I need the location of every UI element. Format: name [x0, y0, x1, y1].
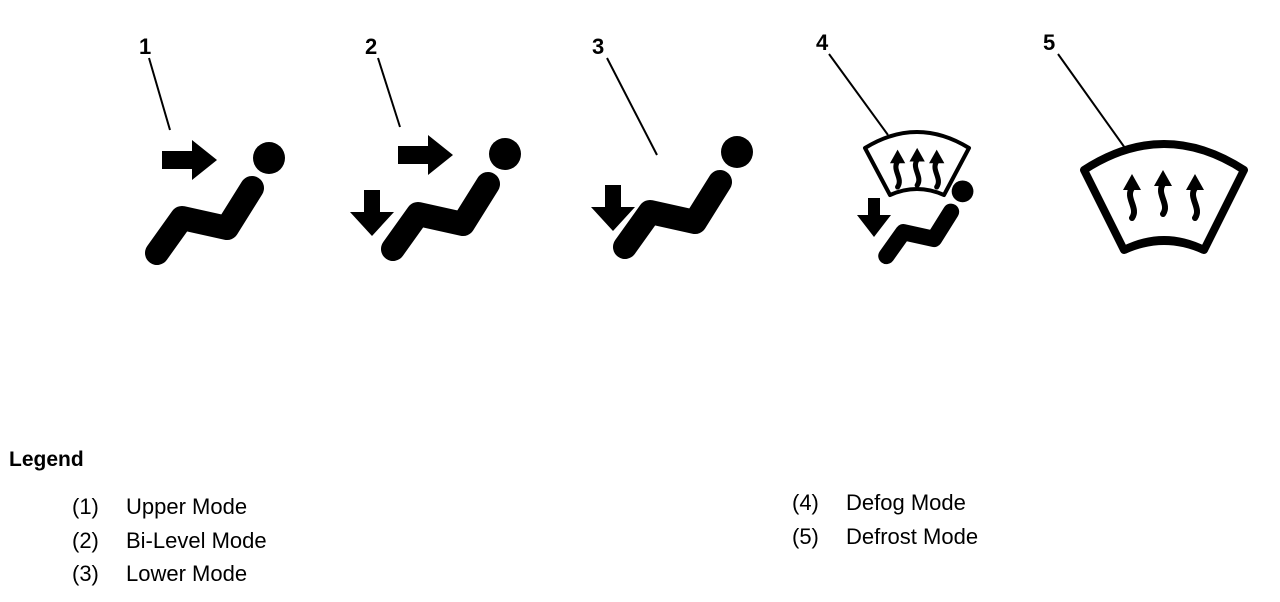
leader-line-3 [606, 57, 658, 156]
legend-title: Legend [9, 448, 84, 471]
callout-number-4: 4 [816, 30, 829, 55]
callout-number-3: 3 [592, 34, 604, 59]
legend-number: (5) [792, 523, 819, 549]
leader-line-5 [1057, 53, 1126, 149]
upper-mode-icon [157, 140, 285, 253]
legend-label: Upper Mode [126, 494, 248, 519]
callout-number-5: 5 [1043, 30, 1055, 55]
bi-level-mode-icon [350, 135, 521, 249]
defog-mode-icon [857, 130, 973, 256]
hvac-mode-diagram: 1 2 3 4 5 [139, 30, 1248, 300]
legend-number: (4) [792, 490, 819, 515]
legend-item-lower-mode: (3) Lower Mode [72, 561, 267, 595]
callout-number-1: 1 [139, 34, 151, 59]
legend-item-bi-level-mode: (2) Bi-Level Mode [72, 528, 267, 562]
legend-column-left: (1) Upper Mode (2) Bi-Level Mode (3) Lower … [72, 494, 267, 595]
callout-number-2: 2 [365, 34, 377, 59]
legend-label: Defrost Mode [846, 523, 979, 549]
leader-line-4 [828, 53, 889, 136]
defrost-mode-icon [1080, 140, 1248, 254]
lower-mode-icon [591, 136, 753, 247]
legend-number: (2) [72, 527, 99, 553]
legend-label: Defog Mode [846, 490, 966, 515]
legend-item-defog-mode: (4) Defog Mode [792, 490, 978, 524]
legend-number: (1) [72, 494, 99, 519]
leader-line-1 [148, 57, 171, 131]
legend-item-upper-mode: (1) Upper Mode [72, 494, 267, 528]
legend-label: Lower Mode [126, 561, 248, 586]
legend-item-defrost-mode: (5) Defrost Mode [792, 524, 978, 558]
legend-column-right: (4) Defog Mode (5) Defrost Mode [792, 490, 978, 557]
legend-label: Bi-Level Mode [126, 527, 267, 553]
legend-number: (3) [72, 561, 99, 586]
leader-line-2 [377, 57, 401, 128]
